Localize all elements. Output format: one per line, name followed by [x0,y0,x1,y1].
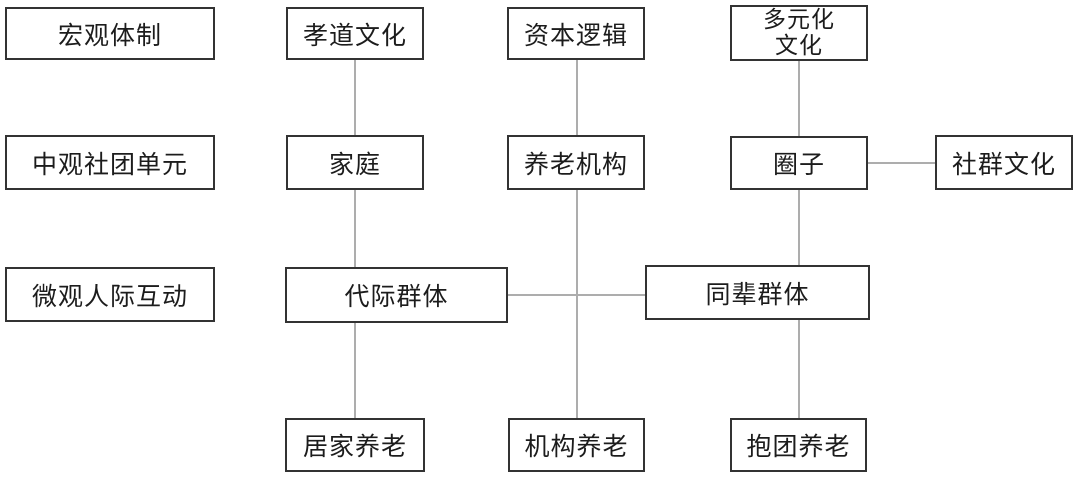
node-macro-system-label: 宏观体制 [57,22,162,50]
connector-peer-group-to-group-care [798,319,800,419]
connector-circle-to-peer-group [798,189,800,266]
connector-intergenerational-to-peer-group [507,294,646,296]
connector-capital-logic-to-care-institution [576,60,578,136]
node-group-care-label: 抱团养老 [746,434,851,461]
node-community-culture: 社群文化 [935,135,1073,190]
node-institutional-care-label: 机构养老 [524,434,629,461]
node-meso-community-unit: 中观社团单元 [5,135,215,190]
connector-filial-culture-to-family [354,60,356,136]
node-micro-interpersonal-interaction: 微观人际互动 [5,267,215,322]
node-institutional-care: 机构养老 [508,418,645,472]
node-care-institution-label: 养老机构 [523,151,628,179]
node-care-institution: 养老机构 [507,135,645,190]
node-home-based-care-label: 居家养老 [302,434,407,461]
node-filial-piety-culture: 孝道文化 [286,7,424,60]
connector-intergenerational-group-to-home-care [354,322,356,419]
node-filial-piety-culture-label: 孝道文化 [302,22,407,50]
node-social-circle: 圈子 [730,136,868,190]
node-intergenerational-group-label: 代际群体 [344,284,449,311]
node-capital-logic: 资本逻辑 [507,7,645,60]
connector-family-to-intergenerational-group [354,189,356,268]
node-capital-logic-label: 资本逻辑 [523,22,628,50]
connector-diverse-culture-to-circle [798,60,800,137]
node-family: 家庭 [286,135,424,190]
node-intergenerational-group: 代际群体 [285,267,508,323]
node-community-culture-label: 社群文化 [951,151,1056,179]
connector-care-institution-to-institutional-care [576,189,578,419]
node-social-circle-label: 圈子 [772,152,825,179]
node-peer-group: 同辈群体 [645,265,870,320]
node-diversified-culture-label: 多元化 文化 [763,7,835,58]
node-macro-system: 宏观体制 [5,7,215,60]
node-peer-group-label: 同辈群体 [705,281,810,309]
node-diversified-culture: 多元化 文化 [730,5,868,61]
node-meso-community-unit-label: 中观社团单元 [31,151,188,179]
node-group-care: 抱团养老 [730,418,867,472]
node-home-based-care: 居家养老 [285,418,425,472]
node-micro-interpersonal-interaction-label: 微观人际互动 [31,283,188,311]
connector-circle-to-community-culture [867,162,936,164]
node-family-label: 家庭 [328,151,381,179]
